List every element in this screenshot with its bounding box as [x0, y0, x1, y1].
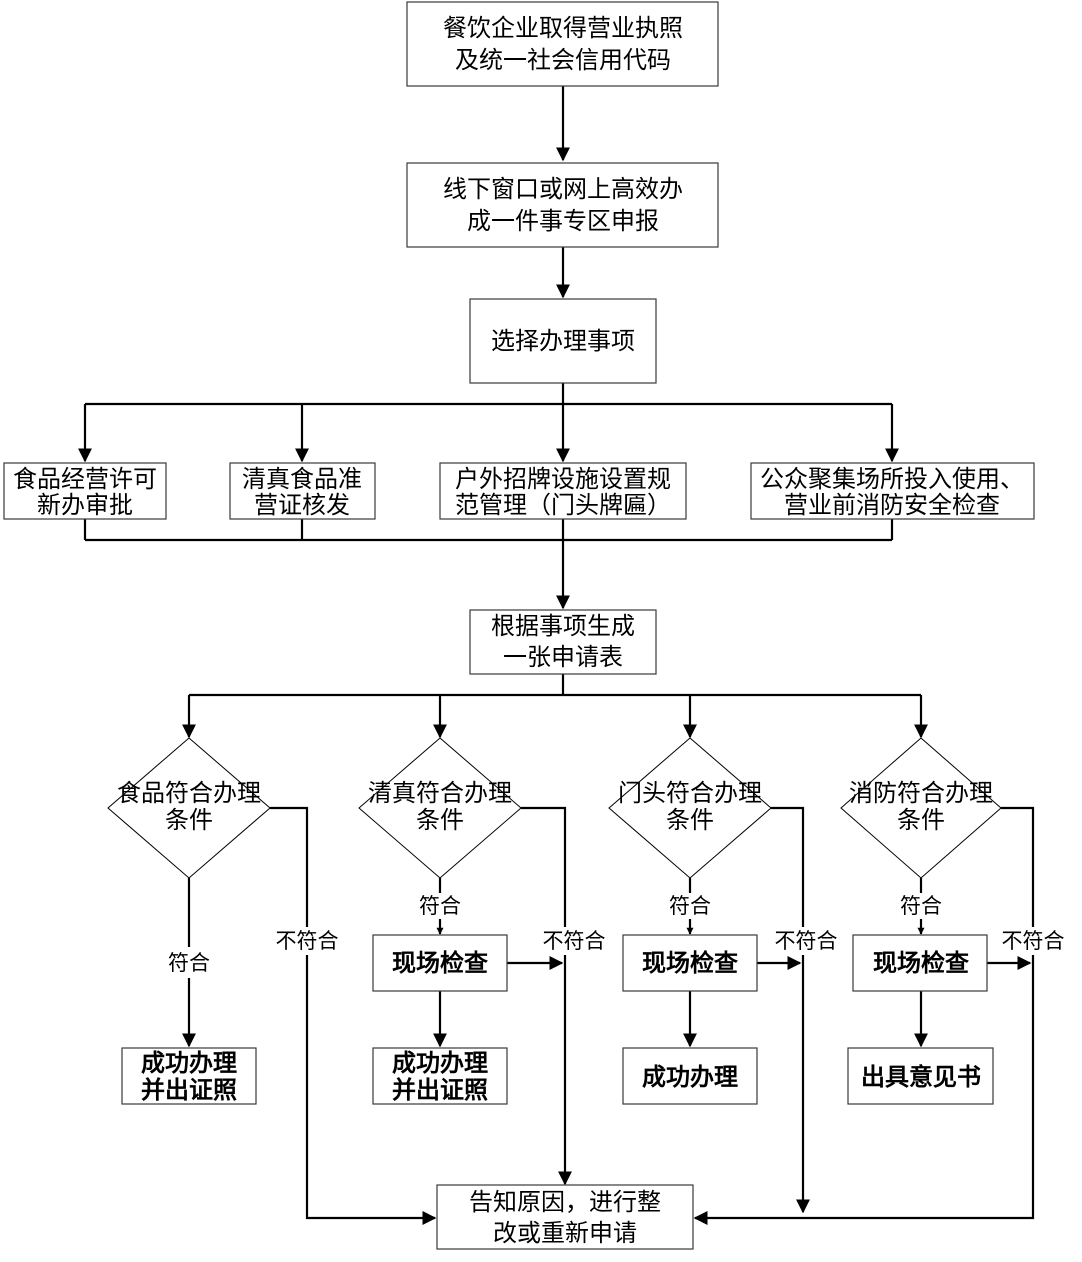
node-item-food: 食品经营许可 新办审批: [3, 462, 167, 520]
node-result-food: 成功办理 并出证照: [121, 1047, 257, 1105]
node-form: 根据事项生成 一张申请表: [469, 609, 657, 675]
arrow-dec-food-fail: [305, 955, 437, 1225]
node-check-halal-label: 现场检查: [392, 948, 488, 977]
node-start: 餐饮企业取得营业执照 及统一社会信用代码: [406, 1, 719, 87]
label-food-pass: 符合: [168, 951, 210, 975]
decision-halal: 清真符合办理 条件: [358, 737, 522, 879]
decision-food-line1: 食品符合办理: [117, 779, 261, 807]
node-item-sign-line2: 范管理（门头牌匾）: [455, 491, 671, 519]
node-check-sign-label: 现场检查: [642, 948, 738, 977]
label-sign-pass: 符合: [669, 894, 711, 918]
node-reject-line2: 改或重新申请: [493, 1219, 637, 1247]
line-dec-fire-fail-top: [1001, 806, 1035, 927]
node-result-sign-label: 成功办理: [642, 1062, 738, 1091]
node-result-halal: 成功办理 并出证照: [372, 1047, 508, 1105]
node-reject: 告知原因，进行整 改或重新申请: [436, 1184, 694, 1250]
node-start-line2: 及统一社会信用代码: [455, 46, 671, 74]
node-item-sign: 户外招牌设施设置规 范管理（门头牌匾）: [439, 462, 687, 520]
node-item-halal-line1: 清真食品准: [242, 465, 362, 493]
node-check-fire: 现场检查: [852, 934, 988, 992]
node-result-halal-line2: 并出证照: [392, 1075, 488, 1104]
node-start-line1: 餐饮企业取得营业执照: [443, 14, 683, 42]
node-item-halal-line2: 营证核发: [254, 491, 350, 519]
node-result-halal-line1: 成功办理: [392, 1048, 488, 1077]
decision-sign: 门头符合办理 条件: [608, 737, 772, 879]
node-check-halal: 现场检查: [372, 934, 508, 992]
decision-halal-line1: 清真符合办理: [368, 779, 512, 807]
node-form-line1: 根据事项生成: [491, 612, 635, 640]
node-select-label: 选择办理事项: [491, 327, 635, 355]
decision-food: 食品符合办理 条件: [107, 737, 271, 879]
node-item-food-line1: 食品经营许可: [13, 465, 157, 493]
line-dec-sign-fail-top: [771, 806, 805, 927]
line-dec-food-fail-top: [270, 806, 309, 927]
node-check-fire-label: 现场检查: [873, 948, 969, 977]
node-result-fire: 出具意见书: [847, 1047, 994, 1105]
node-check-sign: 现场检查: [622, 934, 758, 992]
node-apply: 线下窗口或网上高效办 成一件事专区申报: [406, 162, 719, 248]
node-result-food-line2: 并出证照: [141, 1075, 237, 1104]
node-reject-line1: 告知原因，进行整: [469, 1188, 661, 1216]
label-halal-fail: 不符合: [543, 929, 606, 953]
label-sign-fail: 不符合: [775, 929, 838, 953]
node-result-fire-label: 出具意见书: [861, 1062, 981, 1091]
decision-halal-line2: 条件: [416, 806, 464, 834]
node-result-food-line1: 成功办理: [141, 1048, 237, 1077]
node-item-fire: 公众聚集场所投入使用、 营业前消防安全检查: [750, 462, 1035, 520]
node-apply-line1: 线下窗口或网上高效办: [443, 175, 683, 203]
node-form-line2: 一张申请表: [503, 643, 623, 671]
label-halal-pass: 符合: [419, 894, 461, 918]
decision-sign-line2: 条件: [666, 806, 714, 834]
decision-fire: 消防符合办理 条件: [840, 737, 1002, 879]
decision-sign-line1: 门头符合办理: [618, 779, 762, 807]
arrow-fire-fail-to-reject: [693, 955, 1035, 1225]
node-select: 选择办理事项: [469, 298, 657, 384]
connectors: [78, 86, 1035, 1225]
label-fire-pass: 符合: [900, 894, 942, 918]
node-item-food-line2: 新办审批: [37, 491, 133, 519]
label-food-fail: 不符合: [276, 929, 339, 953]
decision-fire-line2: 条件: [897, 806, 945, 834]
node-apply-line2: 成一件事专区申报: [467, 207, 659, 235]
node-item-fire-line1: 公众聚集场所投入使用、: [760, 465, 1024, 493]
node-item-sign-line1: 户外招牌设施设置规: [455, 465, 671, 493]
label-fire-fail: 不符合: [1002, 929, 1065, 953]
decision-food-line2: 条件: [165, 806, 213, 834]
node-result-sign: 成功办理: [622, 1047, 758, 1105]
node-item-fire-line2: 营业前消防安全检查: [784, 491, 1000, 519]
node-item-halal: 清真食品准 营证核发: [229, 462, 376, 520]
line-dec-halal-fail-top: [521, 806, 567, 927]
decision-fire-line1: 消防符合办理: [849, 779, 993, 807]
